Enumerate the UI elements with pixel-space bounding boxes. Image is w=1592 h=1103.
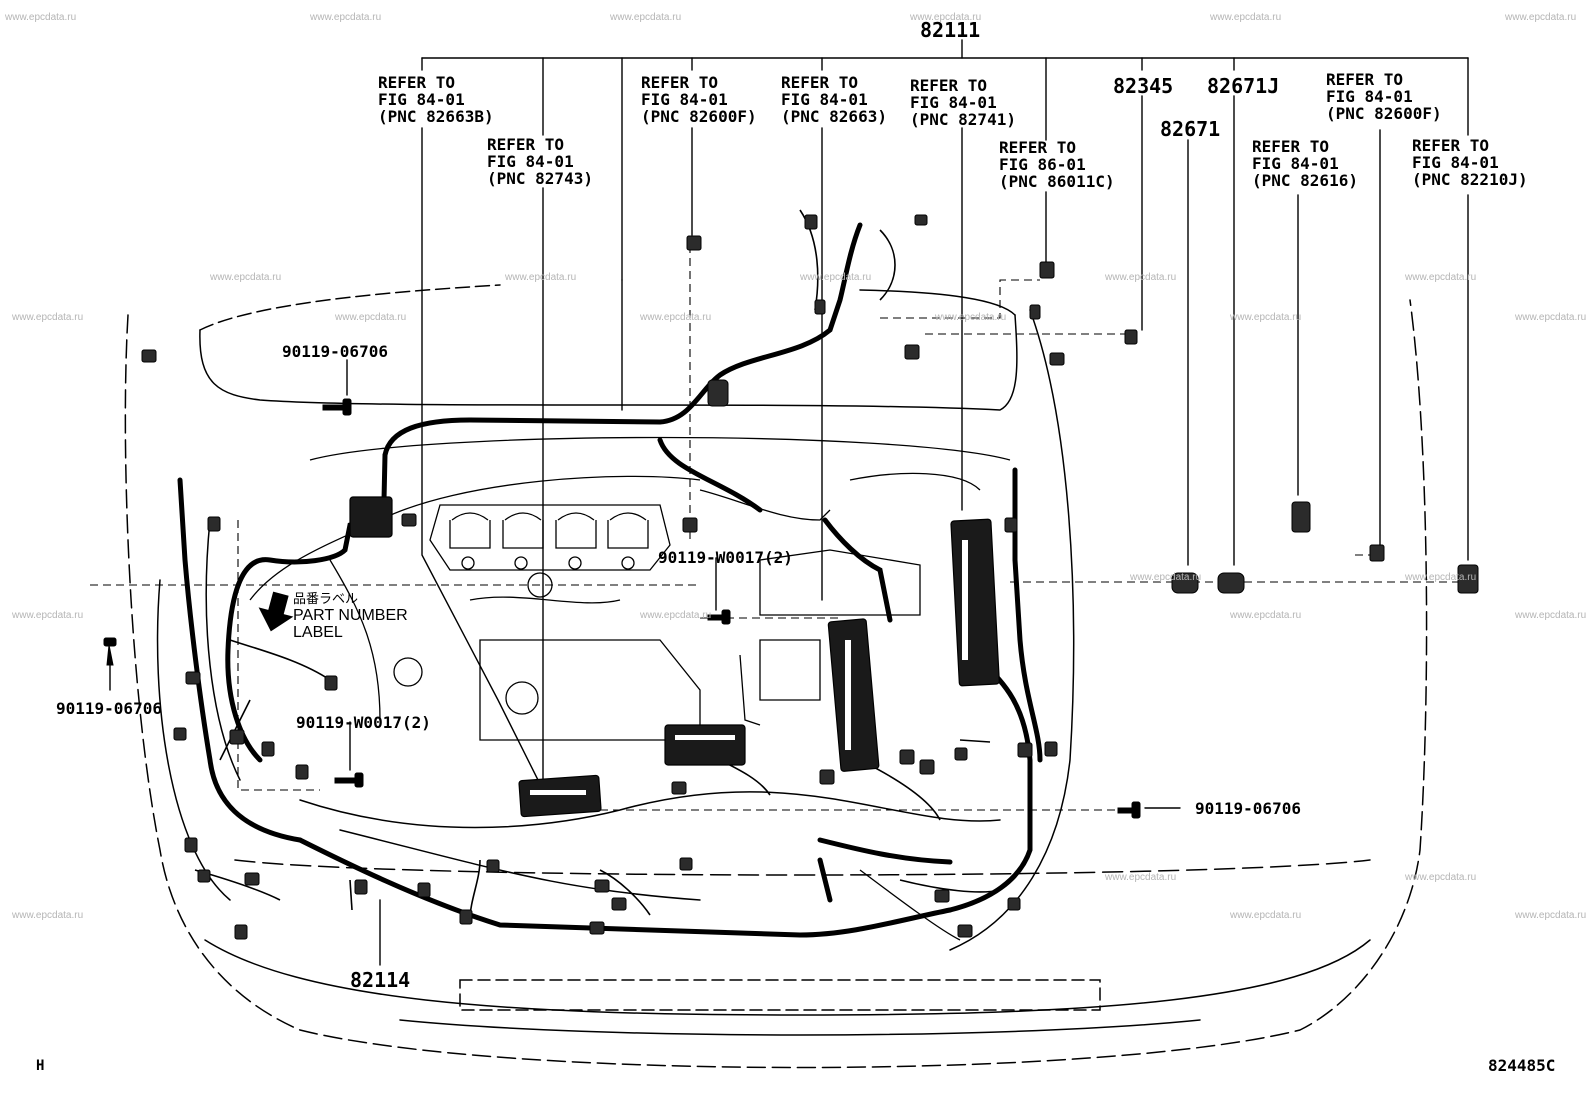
watermark: www.epcdata.ru [310,12,382,23]
watermark: www.epcdata.ru [1505,12,1577,23]
watermark: www.epcdata.ru [1210,12,1282,23]
watermark: www.epcdata.ru [640,610,712,621]
watermark: www.epcdata.ru [640,312,712,323]
callout-82114[interactable]: 82114 [350,968,411,992]
bolt-part-number-center[interactable]: 90119-W0017(2) [658,548,793,567]
bolt-part-number-left[interactable]: 90119-06706 [56,699,162,718]
arrow-down-icon [258,591,294,632]
corner-code-left: H [36,1058,45,1074]
callout-82671j[interactable]: 82671J [1207,74,1280,98]
bolt-part-number-right[interactable]: 90119-06706 [1195,799,1301,818]
callout-82111[interactable]: 82111 [920,18,981,42]
watermark: www.epcdata.ru [5,12,77,23]
callout-82345[interactable]: 82345 [1113,74,1174,98]
watermark: www.epcdata.ru [610,12,682,23]
watermark: www.epcdata.ru [12,312,84,323]
illustration-code: 824485C [1488,1056,1556,1075]
watermark: www.epcdata.ru [12,910,84,921]
watermark: www.epcdata.ru [1230,312,1302,323]
watermark: www.epcdata.ru [335,312,407,323]
watermark: www.epcdata.ru [935,312,1007,323]
bolt-part-number-top-left[interactable]: 90119-06706 [282,342,388,361]
watermark: www.epcdata.ru [210,272,282,283]
watermark: www.epcdata.ru [1130,572,1202,583]
watermark: www.epcdata.ru [12,610,84,621]
watermark: www.epcdata.ru [800,272,872,283]
watermark: www.epcdata.ru [1105,272,1177,283]
callout-82671[interactable]: 82671 [1160,117,1221,141]
watermark: www.epcdata.ru [1515,610,1587,621]
watermark: www.epcdata.ru [1230,910,1302,921]
watermark: www.epcdata.ru [1405,572,1477,583]
watermark: www.epcdata.ru [1515,910,1587,921]
watermark: www.epcdata.ru [1405,872,1477,883]
watermark: www.epcdata.ru [910,12,982,23]
watermark: www.epcdata.ru [1405,272,1477,283]
watermark: www.epcdata.ru [1105,872,1177,883]
watermark: www.epcdata.ru [1230,610,1302,621]
bolt-part-number-lower-left[interactable]: 90119-W0017(2) [296,713,431,732]
watermark: www.epcdata.ru [505,272,577,283]
watermark: www.epcdata.ru [1515,312,1587,323]
